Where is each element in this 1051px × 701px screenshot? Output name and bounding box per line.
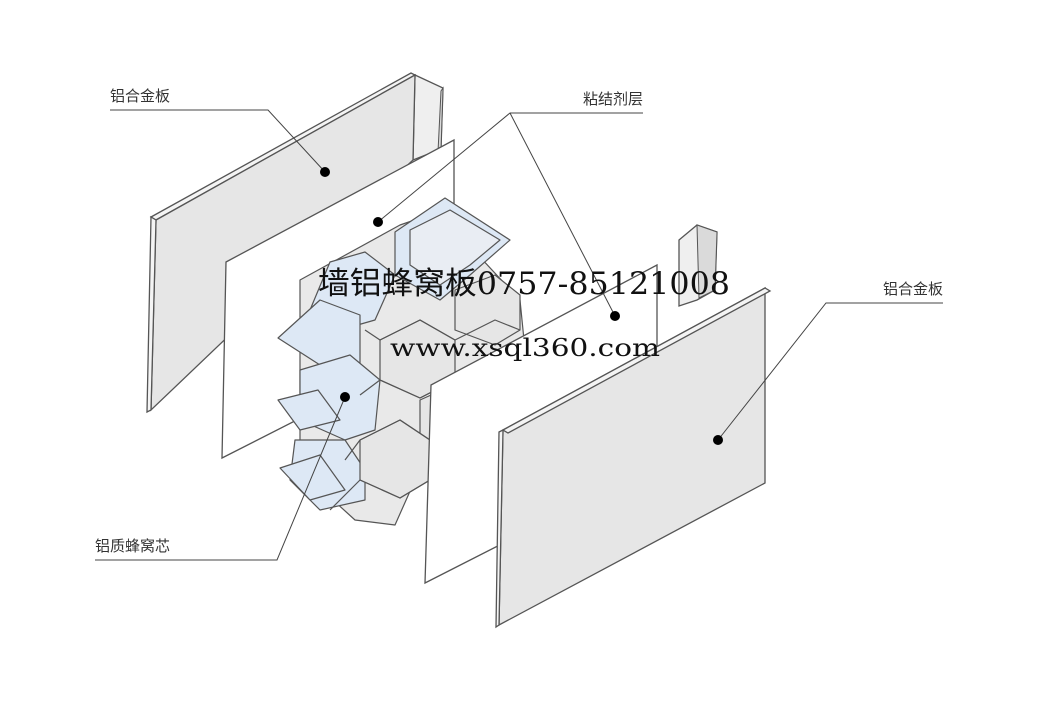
label-top-left-sheet: 铝合金板: [110, 87, 170, 105]
right-aluminum-sheet: [495, 224, 772, 629]
label-honeycomb-core: 铝质蜂窝芯: [95, 537, 170, 555]
leader-lines: [95, 109, 943, 561]
label-right-sheet: 铝合金板: [883, 280, 943, 298]
leader-right-sheet: [717, 302, 943, 441]
leader-honeycomb: [95, 396, 346, 561]
dot-top-left-sheet: [320, 167, 330, 177]
dot-adhesive-left: [373, 217, 383, 227]
watermark-url: www.xsql360.com: [390, 334, 660, 362]
leader-dots: [320, 167, 723, 445]
leader-top-left-sheet: [110, 109, 326, 173]
leader-adhesive-right: [509, 112, 616, 317]
dot-adhesive-right: [610, 311, 620, 321]
dot-honeycomb: [340, 392, 350, 402]
watermark-title: 墙铝蜂窝板0757-85121008: [318, 266, 730, 302]
label-adhesive-layer: 粘结剂层: [583, 90, 643, 108]
dot-right-sheet: [713, 435, 723, 445]
